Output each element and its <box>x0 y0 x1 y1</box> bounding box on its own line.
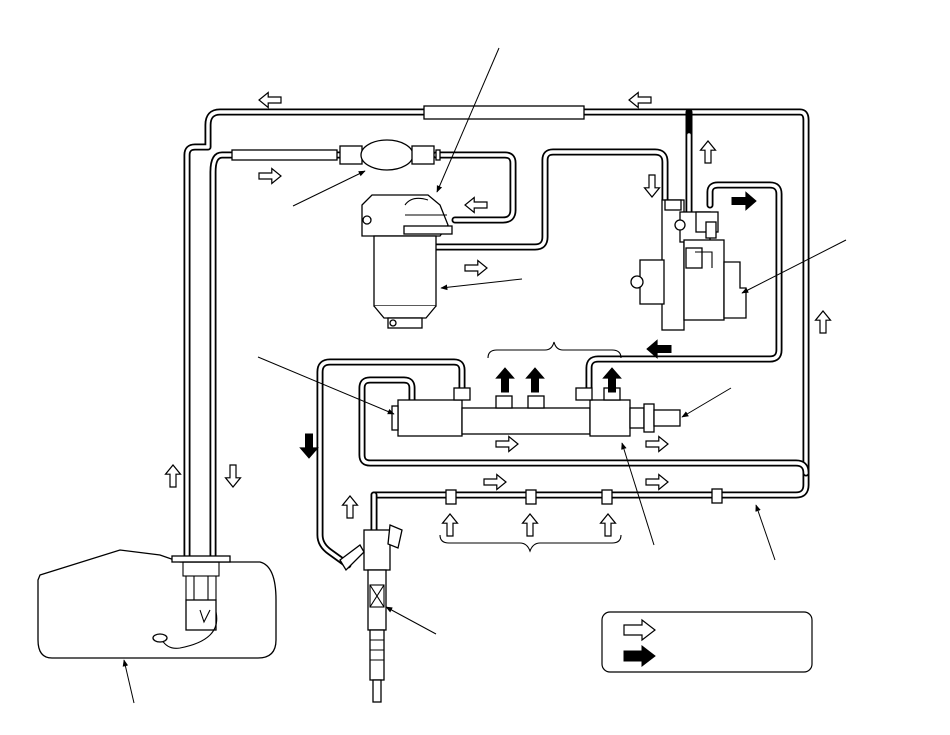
open-flow-arrow <box>224 464 242 488</box>
open-flow-arrow <box>483 473 507 491</box>
open-flow-arrow <box>341 495 359 519</box>
high-pressure-flow-arrows <box>299 191 757 459</box>
solid-flow-arrow <box>299 433 319 459</box>
open-arrow-icon <box>623 618 656 642</box>
open-flow-arrow <box>645 473 669 491</box>
return-line-filter <box>423 105 585 120</box>
open-flow-arrow <box>645 435 669 453</box>
leak-off-fittings <box>439 488 723 553</box>
priming-pump <box>231 139 441 171</box>
open-flow-arrow <box>258 91 282 109</box>
supply-pump <box>630 199 747 331</box>
open-flow-arrow <box>495 435 519 453</box>
fuel-tank <box>37 549 277 659</box>
open-flow-arrow <box>464 196 488 214</box>
low-pressure-flow-arrows <box>164 91 832 537</box>
solid-flow-arrow <box>731 191 757 211</box>
solid-flow-arrow <box>602 367 622 393</box>
open-flow-arrow <box>164 464 182 488</box>
fuel-lines <box>183 108 810 569</box>
injector <box>339 524 403 703</box>
solid-flow-arrow <box>495 367 515 393</box>
open-flow-arrow <box>628 91 652 109</box>
open-flow-arrow <box>814 310 832 334</box>
open-flow-arrow <box>521 513 539 537</box>
fuel-filter <box>361 194 453 329</box>
solid-arrow-icon <box>623 644 656 668</box>
common-rail <box>391 341 681 437</box>
open-flow-arrow <box>258 167 282 185</box>
solid-flow-arrow <box>646 339 672 359</box>
solid-flow-arrow <box>525 367 545 393</box>
open-flow-arrow <box>464 259 488 277</box>
open-flow-arrow <box>441 513 459 537</box>
leader-lines <box>122 47 847 704</box>
open-flow-arrow <box>643 174 661 198</box>
legend <box>601 611 813 673</box>
open-flow-arrow <box>699 140 717 164</box>
open-flow-arrow <box>599 513 617 537</box>
